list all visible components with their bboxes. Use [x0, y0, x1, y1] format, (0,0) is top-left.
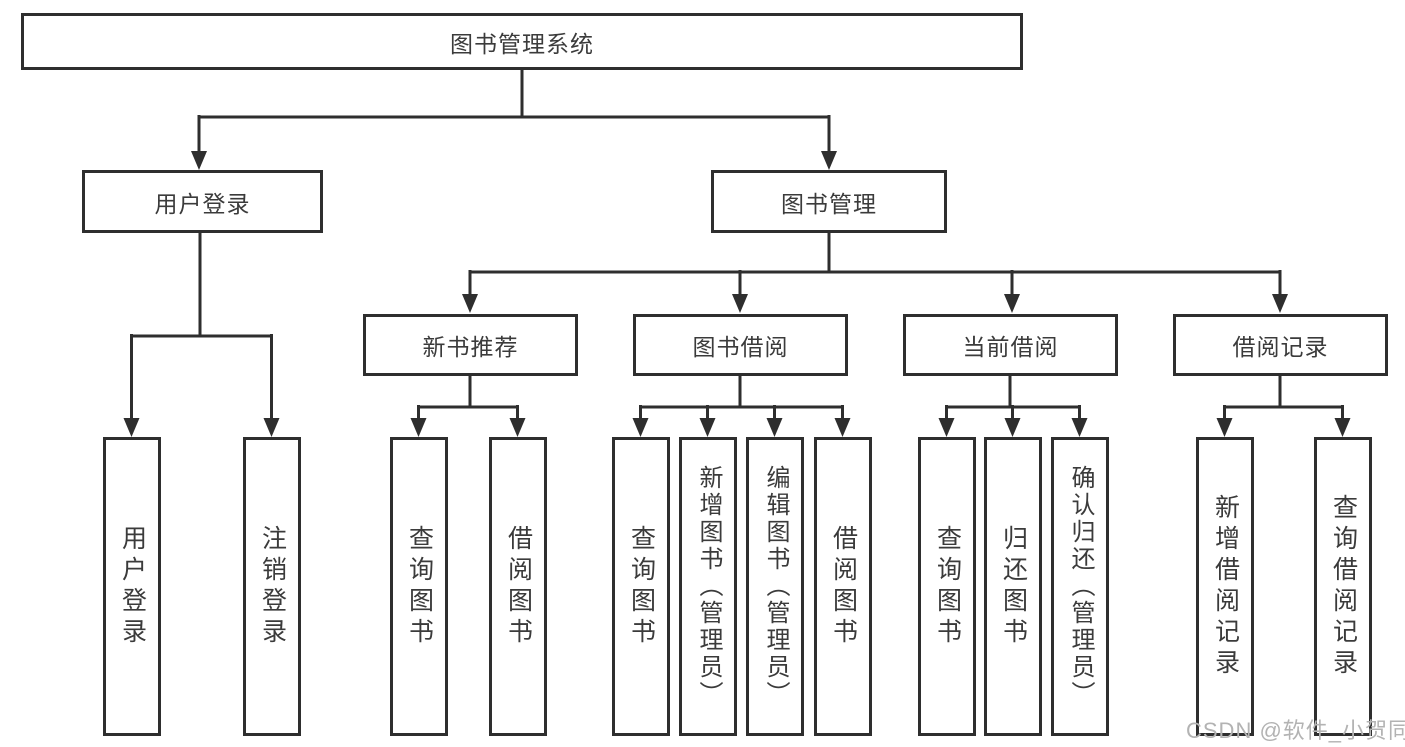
node-label: 查询借阅记录: [1329, 493, 1358, 680]
node-current-borrow: 当前借阅: [903, 314, 1118, 376]
leaf-borrow-books: 借阅图书: [814, 437, 872, 736]
node-user-login: 用户登录: [82, 170, 323, 233]
node-library-system: 图书管理系统: [21, 13, 1023, 70]
leaf-query-books-recommend: 查询图书: [390, 437, 448, 736]
node-label: 借阅图书: [504, 524, 533, 649]
node-label: 编辑图书（管理员）: [762, 465, 789, 708]
node-label: 归还图书: [999, 524, 1028, 649]
leaf-return-books: 归还图书: [984, 437, 1042, 736]
leaf-query-borrow-record: 查询借阅记录: [1314, 437, 1372, 736]
leaf-user-login: 用户登录: [103, 437, 161, 736]
leaf-add-borrow-record: 新增借阅记录: [1196, 437, 1254, 736]
arrowheads: [123, 151, 1351, 437]
node-label: 图书管理: [781, 190, 877, 217]
node-label: 图书管理系统: [450, 30, 594, 57]
node-label: 借阅记录: [1232, 334, 1329, 360]
node-label: 用户登录: [154, 190, 251, 217]
leaf-query-books-borrow: 查询图书: [612, 437, 670, 736]
node-borrow-records: 借阅记录: [1173, 314, 1388, 376]
node-label: 借阅图书: [829, 524, 858, 649]
node-book-management: 图书管理: [711, 170, 947, 233]
node-label: 查询图书: [405, 524, 434, 649]
node-label: 查询图书: [933, 524, 962, 649]
node-label: 用户登录: [118, 524, 147, 649]
leaf-borrow-books-recommend: 借阅图书: [489, 437, 547, 736]
node-label: 新增借阅记录: [1211, 493, 1240, 680]
node-label: 查询图书: [627, 524, 656, 649]
watermark: CSDN @软件_小贺同学: [1186, 718, 1405, 743]
node-label: 图书借阅: [692, 334, 789, 360]
leaf-query-books-current: 查询图书: [918, 437, 976, 736]
node-book-borrow: 图书借阅: [633, 314, 848, 376]
node-label: 当前借阅: [962, 334, 1059, 360]
node-label: 新增图书（管理员）: [695, 465, 722, 708]
node-new-book-recommend: 新书推荐: [363, 314, 578, 376]
node-label: 注销登录: [258, 524, 287, 649]
leaf-confirm-return-admin: 确认归还（管理员）: [1051, 437, 1109, 736]
node-label: 确认归还（管理员）: [1067, 465, 1094, 708]
node-label: 新书推荐: [422, 334, 519, 360]
leaf-add-book-admin: 新增图书（管理员）: [679, 437, 737, 736]
leaf-logout: 注销登录: [243, 437, 301, 736]
leaf-edit-book-admin: 编辑图书（管理员）: [746, 437, 804, 736]
